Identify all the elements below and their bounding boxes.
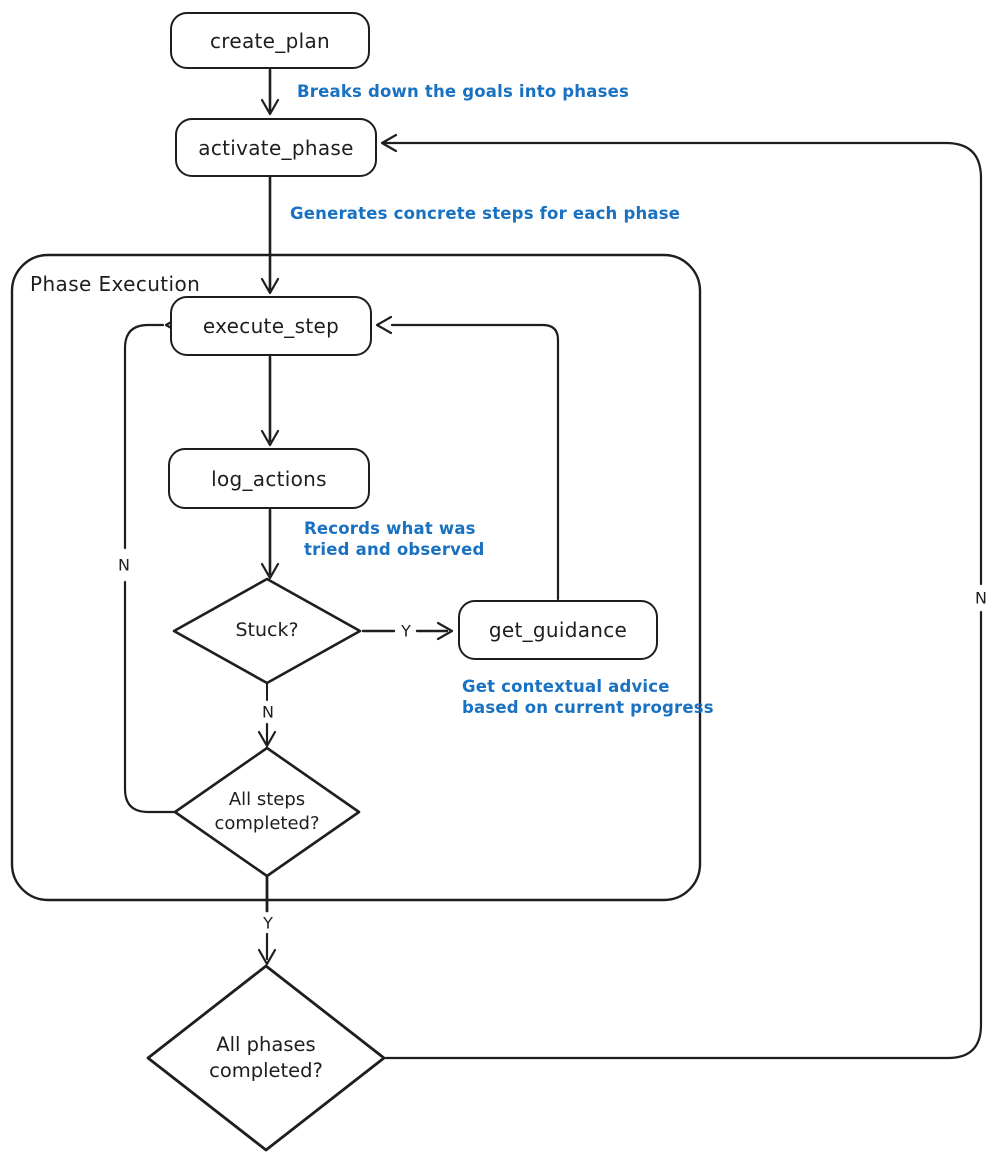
arrowhead-down-icon — [260, 98, 280, 116]
edge-allsteps-loop-lower — [123, 580, 178, 814]
edge-allphases-loop-lower — [384, 610, 983, 1060]
node-get-guidance: get_guidance — [458, 600, 658, 660]
decision-all-steps-label: All steps completed? — [214, 788, 320, 834]
decision-all-steps — [173, 746, 361, 878]
annotation-generates: Generates concrete steps for each phase — [290, 204, 681, 223]
node-activate-phase: activate_phase — [175, 118, 377, 177]
arrowhead-down-icon — [257, 948, 277, 966]
node-create-plan: create_plan — [170, 12, 370, 69]
arrowhead-down-icon — [260, 429, 280, 447]
annotation-records: Records what was tried and observed — [304, 519, 485, 560]
phase-execution-container — [10, 253, 702, 902]
arrowhead-left-icon — [375, 315, 393, 335]
decision-stuck-label: Stuck? — [235, 619, 299, 642]
annotation-breaks-down: Breaks down the goals into phases — [297, 82, 630, 101]
edge-label-no-allphases: N — [972, 588, 990, 608]
edge-allsteps-loop-upper — [123, 323, 165, 550]
arrowhead-down-icon — [257, 730, 277, 748]
decision-stuck — [172, 577, 362, 685]
decision-all-phases-label: All phases completed? — [209, 1032, 323, 1082]
annotation-advice: Get contextual advice based on current p… — [462, 677, 714, 718]
arrowhead-down-icon — [260, 562, 280, 580]
phase-execution-label: Phase Execution — [30, 272, 201, 296]
edge-label-yes-allsteps: Y — [260, 913, 276, 933]
edge-allphases-loop-upper — [383, 141, 983, 586]
arrowhead-left-icon — [380, 133, 398, 153]
edge-guidance-to-execute — [390, 323, 560, 601]
edge-label-yes-stuck: Y — [398, 621, 414, 641]
node-execute-step: execute_step — [170, 296, 372, 356]
arrowhead-down-icon — [260, 277, 280, 295]
edge-label-no-stuck: N — [259, 702, 277, 722]
node-log-actions: log_actions — [168, 448, 370, 509]
arrowhead-right-icon — [436, 621, 454, 641]
decision-all-phases — [146, 964, 386, 1152]
edge-label-no-allsteps: N — [115, 555, 133, 575]
